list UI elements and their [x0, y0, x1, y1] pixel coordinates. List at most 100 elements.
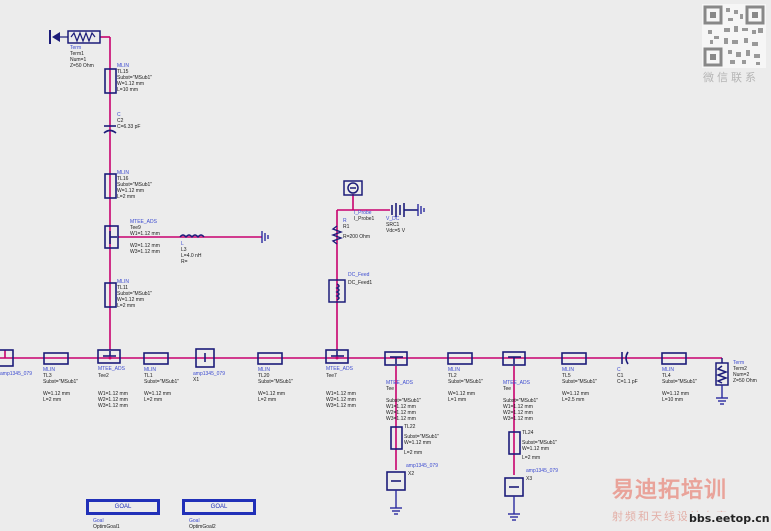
tee9-name: Tee9 — [130, 225, 141, 231]
tl2-l: L=1 mm — [448, 397, 467, 403]
tee2-type: MTEE_ADS — [98, 366, 125, 372]
term1-type: Term — [70, 45, 82, 51]
tl4-w: W=1.12 mm — [662, 391, 690, 397]
amp-left-symbol[interactable] — [0, 349, 14, 367]
tl22-w: W=1.12 mm — [404, 440, 432, 446]
dc-feed-symbol[interactable] — [328, 279, 346, 303]
l3-r: R= — [181, 259, 188, 265]
tl2-subst: Subst="MSub1" — [448, 379, 484, 385]
x1-name: X1 — [193, 377, 200, 383]
tl4-symbol[interactable] — [661, 352, 687, 365]
tl1-subst: Subst="MSub1" — [144, 379, 180, 385]
watermark-brand: 易迪拓培训 — [612, 478, 728, 503]
tl15-w: W=1.12 mm — [117, 81, 145, 87]
tee-b2-type: MTEE_ADS — [503, 380, 530, 386]
l3-ground-icon — [261, 231, 269, 243]
tl11-subst: Subst="MSub1" — [117, 291, 153, 297]
tl22-symbol[interactable] — [390, 426, 403, 450]
tl20-symbol[interactable] — [257, 352, 283, 365]
tl11-w: W=1.12 mm — [117, 297, 145, 303]
tee9-symbol[interactable] — [104, 225, 119, 249]
goal-2-box[interactable]: GOAL — [182, 499, 256, 515]
goal-2-name: Goal — [189, 518, 200, 524]
term2-z: Z=50 Ohm — [733, 378, 757, 384]
tl11-type: MLIN — [117, 279, 129, 285]
wires — [0, 36, 722, 475]
v-dc-value: Vdc=5 V — [386, 228, 406, 234]
x2-amp-symbol[interactable] — [386, 471, 406, 491]
term2-symbol[interactable] — [715, 358, 729, 386]
tl15-symbol[interactable] — [104, 68, 117, 94]
x2-ground-icon — [390, 490, 402, 515]
l3-type: L — [181, 241, 184, 247]
term2-ground-icon — [716, 385, 728, 405]
tee9-w3: W3=1.12 mm — [130, 249, 160, 255]
r1-type: R — [343, 218, 347, 224]
term1-num: Num=1 — [70, 57, 87, 63]
tl20-subst: Subst="MSub1" — [258, 379, 294, 385]
tl4-l: L=10 mm — [662, 397, 683, 403]
tl24-symbol[interactable] — [508, 431, 521, 455]
vdc-ground-icon — [417, 204, 425, 216]
tee-b2-w2: W2=1.12 mm — [503, 410, 533, 416]
l3-name: L3 — [181, 247, 187, 253]
tl24-subst: Subst="MSub1" — [522, 440, 558, 446]
tl1-l: L=2 mm — [144, 397, 163, 403]
tee-b2-subst: Subst="MSub1" — [503, 398, 539, 404]
c1-symbol[interactable] — [621, 351, 629, 365]
tee9-w2: W2=1.12 mm — [130, 243, 160, 249]
tee-b2-name: Tee — [503, 386, 512, 392]
x2-type: amp1345_079 — [406, 463, 438, 469]
tl16-symbol[interactable] — [104, 173, 117, 199]
tee-b2-symbol[interactable] — [502, 351, 526, 366]
tl24-w: W=1.12 mm — [522, 446, 550, 452]
x1-amp-symbol[interactable] — [195, 348, 215, 368]
tl15-l: L=10 mm — [117, 87, 138, 93]
tl1-type: MLIN — [144, 367, 156, 373]
i-probe-type: I_Probe — [354, 210, 372, 216]
tl2-symbol[interactable] — [447, 352, 473, 365]
tl5-symbol[interactable] — [561, 352, 587, 365]
tl2-name: TL2 — [448, 373, 457, 379]
goal-1-name: Goal — [93, 518, 104, 524]
qr-code-icon — [702, 4, 766, 68]
dc-feed-name: DC_Feed1 — [348, 280, 373, 286]
tee-b2-w1: W1=1.12 mm — [503, 404, 533, 410]
tee-b1-w2: W2=1.12 mm — [386, 410, 416, 416]
tee2-symbol[interactable] — [97, 349, 121, 364]
tee9-w1: W1=1.12 mm — [130, 231, 160, 237]
tee2-w1: W1=1.12 mm — [98, 391, 128, 397]
tl3-type: MLIN — [43, 367, 55, 373]
x2-name: X2 — [408, 471, 415, 477]
qr-caption: 微信联系 — [703, 71, 759, 84]
term2-name: Term2 — [733, 366, 747, 372]
tl16-type: MLIN — [117, 170, 129, 176]
x3-name: X3 — [526, 476, 533, 482]
l3-symbol[interactable] — [179, 234, 205, 239]
tee7-type: MTEE_ADS — [326, 366, 353, 372]
tl3-symbol[interactable] — [43, 352, 69, 365]
tee2-w2: W2=1.12 mm — [98, 397, 128, 403]
tee-b1-subst: Subst="MSub1" — [386, 398, 422, 404]
tee7-w3: W3=1.12 mm — [326, 403, 356, 409]
x3-amp-symbol[interactable] — [504, 477, 524, 497]
watermark-url: bbs.eetop.cn — [687, 512, 771, 525]
r1-symbol[interactable] — [331, 225, 343, 245]
tee-b1-symbol[interactable] — [384, 351, 408, 366]
tl2-type: MLIN — [448, 367, 460, 373]
tee7-symbol[interactable] — [325, 349, 349, 364]
tl20-l: L=2 mm — [258, 397, 277, 403]
v-dc-symbol[interactable] — [391, 203, 418, 217]
c2-symbol[interactable] — [103, 125, 117, 134]
goal-1-box[interactable]: GOAL — [86, 499, 160, 515]
r1-value: R=200 Ohm — [343, 234, 371, 240]
tl20-type: MLIN — [258, 367, 270, 373]
c2-name: C2 — [117, 118, 124, 124]
x3-ground-icon — [508, 496, 520, 521]
tl1-symbol[interactable] — [143, 352, 169, 365]
tl11-symbol[interactable] — [104, 282, 117, 308]
i-probe-symbol[interactable] — [343, 180, 363, 196]
term1-symbol[interactable] — [49, 30, 101, 44]
tee7-w2: W2=1.12 mm — [326, 397, 356, 403]
